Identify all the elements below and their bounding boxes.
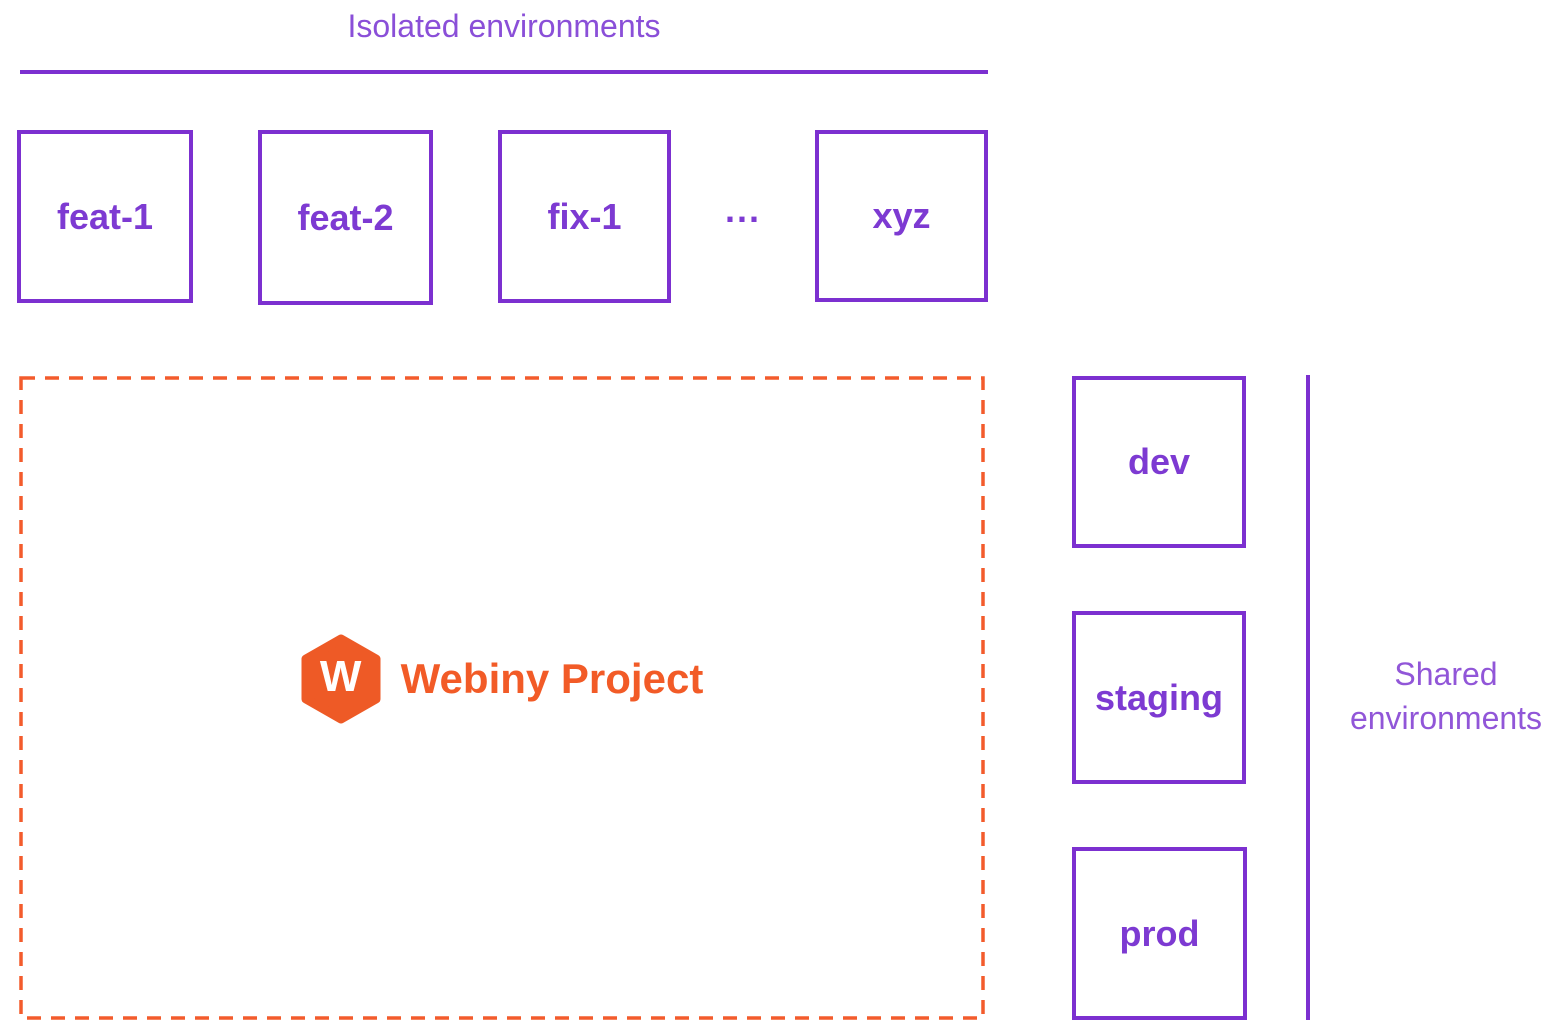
env-box-feat-2-label: feat-2 (297, 196, 394, 238)
env-box-dev: dev (1072, 376, 1246, 548)
env-box-dev-label: dev (1127, 441, 1191, 482)
env-box-staging-label: staging (1094, 676, 1223, 718)
isolated-environments-underline (20, 70, 988, 74)
env-box-xyz: xyz (815, 130, 988, 302)
webiny-logo-letter: W (319, 652, 362, 701)
webiny-logo-icon: W (301, 634, 381, 724)
env-box-xyz-label: xyz (872, 195, 931, 236)
env-box-feat-1: feat-1 (17, 130, 193, 303)
env-box-prod-label: prod (1119, 912, 1200, 954)
env-box-feat-1-label: feat-1 (56, 195, 154, 237)
env-box-feat-2: feat-2 (258, 130, 433, 305)
env-box-staging: staging (1072, 611, 1246, 784)
shared-environments-title-line1: Shared (1394, 656, 1498, 692)
shared-environments-title-line2: environments (1349, 700, 1543, 736)
env-box-prod: prod (1072, 847, 1247, 1020)
webiny-project-dashed-boundary (19, 376, 985, 1020)
more-environments-ellipsis: ... (724, 189, 761, 230)
shared-environments-title: Shared environments (1334, 652, 1558, 740)
shared-environments-divider-line (1306, 375, 1310, 1020)
isolated-environments-title: Isolated environments (347, 8, 661, 44)
env-box-fix-1-label: fix-1 (547, 195, 622, 237)
env-box-fix-1: fix-1 (498, 130, 671, 303)
webiny-project-label: Webiny Project (400, 655, 704, 702)
webiny-project: W Webiny Project (19, 376, 985, 1020)
